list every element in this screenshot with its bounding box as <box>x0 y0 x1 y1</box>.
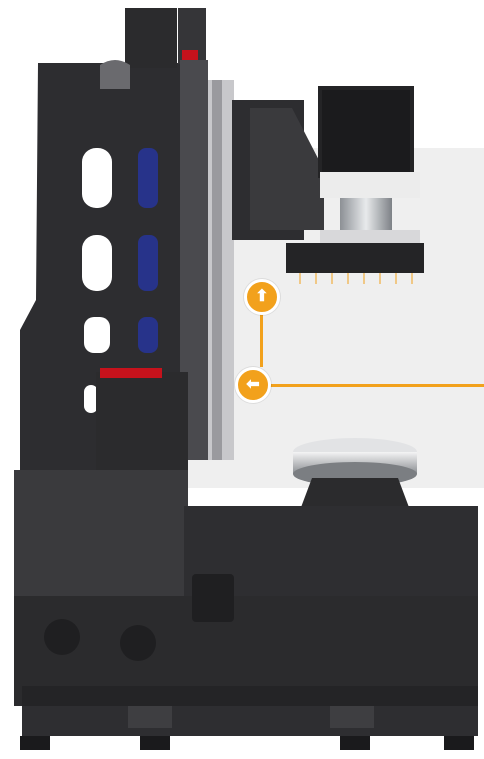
arrow-left-icon[interactable]: ⬅ <box>235 367 271 403</box>
machine-base <box>14 470 478 736</box>
rotary-table <box>293 438 417 510</box>
arrow-up-icon[interactable]: ⬆ <box>244 279 280 315</box>
arrow-up-glyph: ⬆ <box>255 288 269 305</box>
callout-line-horizontal <box>268 384 484 387</box>
callout-line-vertical <box>260 309 263 367</box>
column-windows <box>82 148 158 413</box>
vertical-guide-rail <box>180 60 234 460</box>
spindle-head <box>232 86 424 284</box>
machine-feet <box>20 736 474 750</box>
arrow-left-glyph: ⬅ <box>246 376 260 393</box>
